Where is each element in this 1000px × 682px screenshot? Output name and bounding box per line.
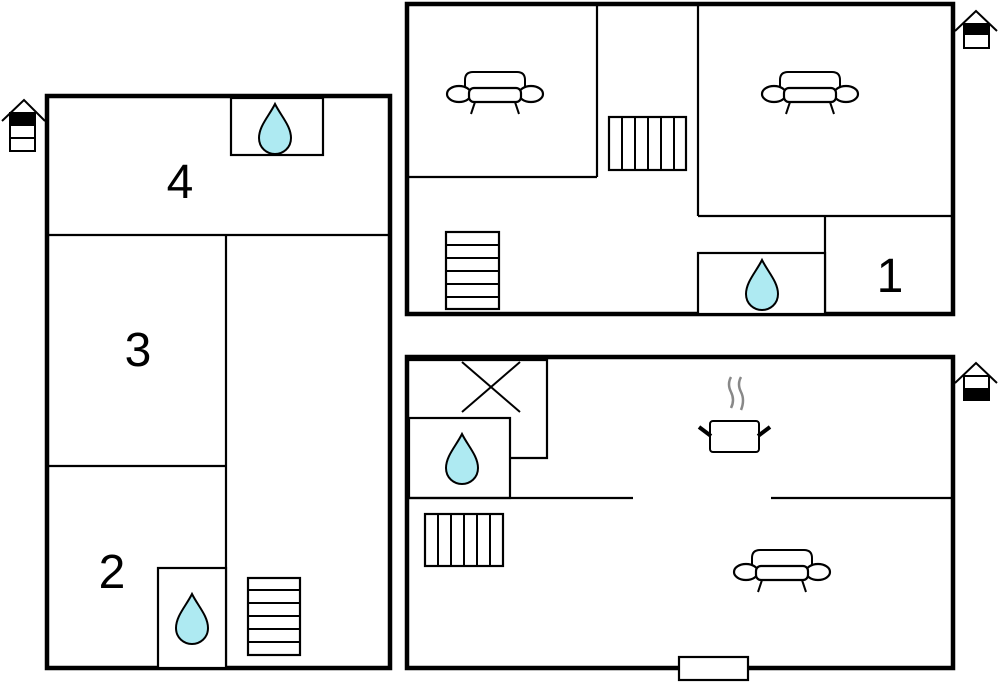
floor-indicator-icon-bottom-right <box>954 361 998 401</box>
left-floor: 4 3 2 <box>44 93 393 671</box>
closet-x-icon <box>461 361 521 413</box>
sofa-icon <box>445 70 545 116</box>
top-right-floor: 1 <box>404 1 956 317</box>
sofa-icon <box>760 70 860 116</box>
room-label-1: 1 <box>877 250 904 303</box>
stairs-icon <box>246 576 302 657</box>
door-icon <box>677 655 750 682</box>
floor-indicator-icon-left <box>1 98 46 152</box>
stairs-icon <box>444 230 501 311</box>
stairs-icon <box>607 115 688 172</box>
stairs-icon <box>423 512 505 568</box>
floor-indicator-icon-top-right <box>954 9 998 49</box>
outer-wall-top-right <box>404 1 956 317</box>
outer-wall-bottom-right <box>404 354 956 671</box>
room-label-2: 2 <box>99 546 126 599</box>
sofa-icon <box>732 548 832 594</box>
room-label-3: 3 <box>125 324 152 377</box>
bottom-right-floor <box>404 354 956 682</box>
room-label-4: 4 <box>167 156 194 209</box>
cooking-pot-icon <box>697 376 772 453</box>
